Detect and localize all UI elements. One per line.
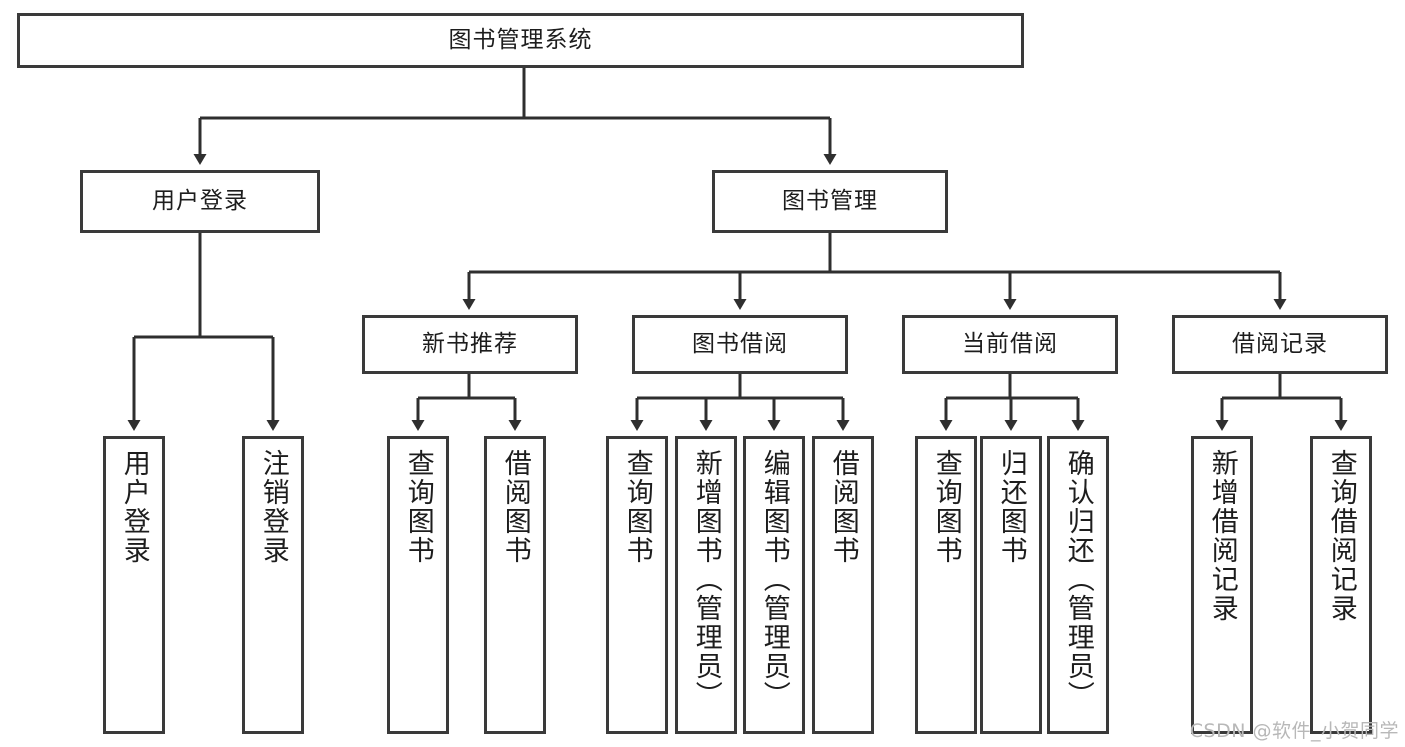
node-label: 图书借阅 [692, 331, 788, 358]
node-label: 查询图书 [621, 449, 653, 565]
leaf-borrow-add-book-admin[interactable]: 新增图书（管理员） [675, 436, 737, 734]
node-label: 图书管理系统 [448, 27, 593, 54]
node-label: 查询图书 [402, 449, 434, 565]
node-label: 新增图书（管理员） [690, 449, 722, 710]
leaf-borrow-edit-book-admin[interactable]: 编辑图书（管理员） [743, 436, 805, 734]
node-label: 确认归还（管理员） [1062, 449, 1094, 710]
node-root-system[interactable]: 图书管理系统 [17, 13, 1024, 68]
node-user-login[interactable]: 用户登录 [80, 170, 320, 233]
node-label: 借阅记录 [1232, 331, 1328, 358]
node-book-management[interactable]: 图书管理 [712, 170, 948, 233]
node-label: 归还图书 [995, 449, 1027, 565]
node-label: 注销登录 [257, 449, 289, 565]
leaf-borrow-borrow-book[interactable]: 借阅图书 [812, 436, 874, 734]
node-label: 查询图书 [930, 449, 962, 565]
node-label: 借阅图书 [499, 449, 531, 565]
node-label: 新增借阅记录 [1206, 449, 1238, 623]
leaf-recommend-borrow-book[interactable]: 借阅图书 [484, 436, 546, 734]
node-label: 借阅图书 [827, 449, 859, 565]
node-label: 编辑图书（管理员） [758, 449, 790, 710]
leaf-user-login-logout[interactable]: 注销登录 [242, 436, 304, 734]
node-label: 用户登录 [118, 449, 150, 565]
node-current-borrow[interactable]: 当前借阅 [902, 315, 1118, 374]
leaf-borrow-query-book[interactable]: 查询图书 [606, 436, 668, 734]
leaf-current-query-book[interactable]: 查询图书 [915, 436, 977, 734]
leaf-record-query-record[interactable]: 查询借阅记录 [1310, 436, 1372, 734]
node-new-book-recommend[interactable]: 新书推荐 [362, 315, 578, 374]
node-book-borrow[interactable]: 图书借阅 [632, 315, 848, 374]
node-borrow-record[interactable]: 借阅记录 [1172, 315, 1388, 374]
node-label: 查询借阅记录 [1325, 449, 1357, 623]
node-label: 图书管理 [782, 188, 878, 215]
node-label: 新书推荐 [422, 331, 518, 358]
leaf-user-login-login[interactable]: 用户登录 [103, 436, 165, 734]
watermark-text: CSDN @软件_小贺同学 [1189, 720, 1399, 742]
leaf-current-return-book[interactable]: 归还图书 [980, 436, 1042, 734]
node-label: 用户登录 [152, 188, 248, 215]
leaf-record-add-record[interactable]: 新增借阅记录 [1191, 436, 1253, 734]
leaf-recommend-query-book[interactable]: 查询图书 [387, 436, 449, 734]
leaf-current-confirm-return-admin[interactable]: 确认归还（管理员） [1047, 436, 1109, 734]
node-label: 当前借阅 [962, 331, 1058, 358]
